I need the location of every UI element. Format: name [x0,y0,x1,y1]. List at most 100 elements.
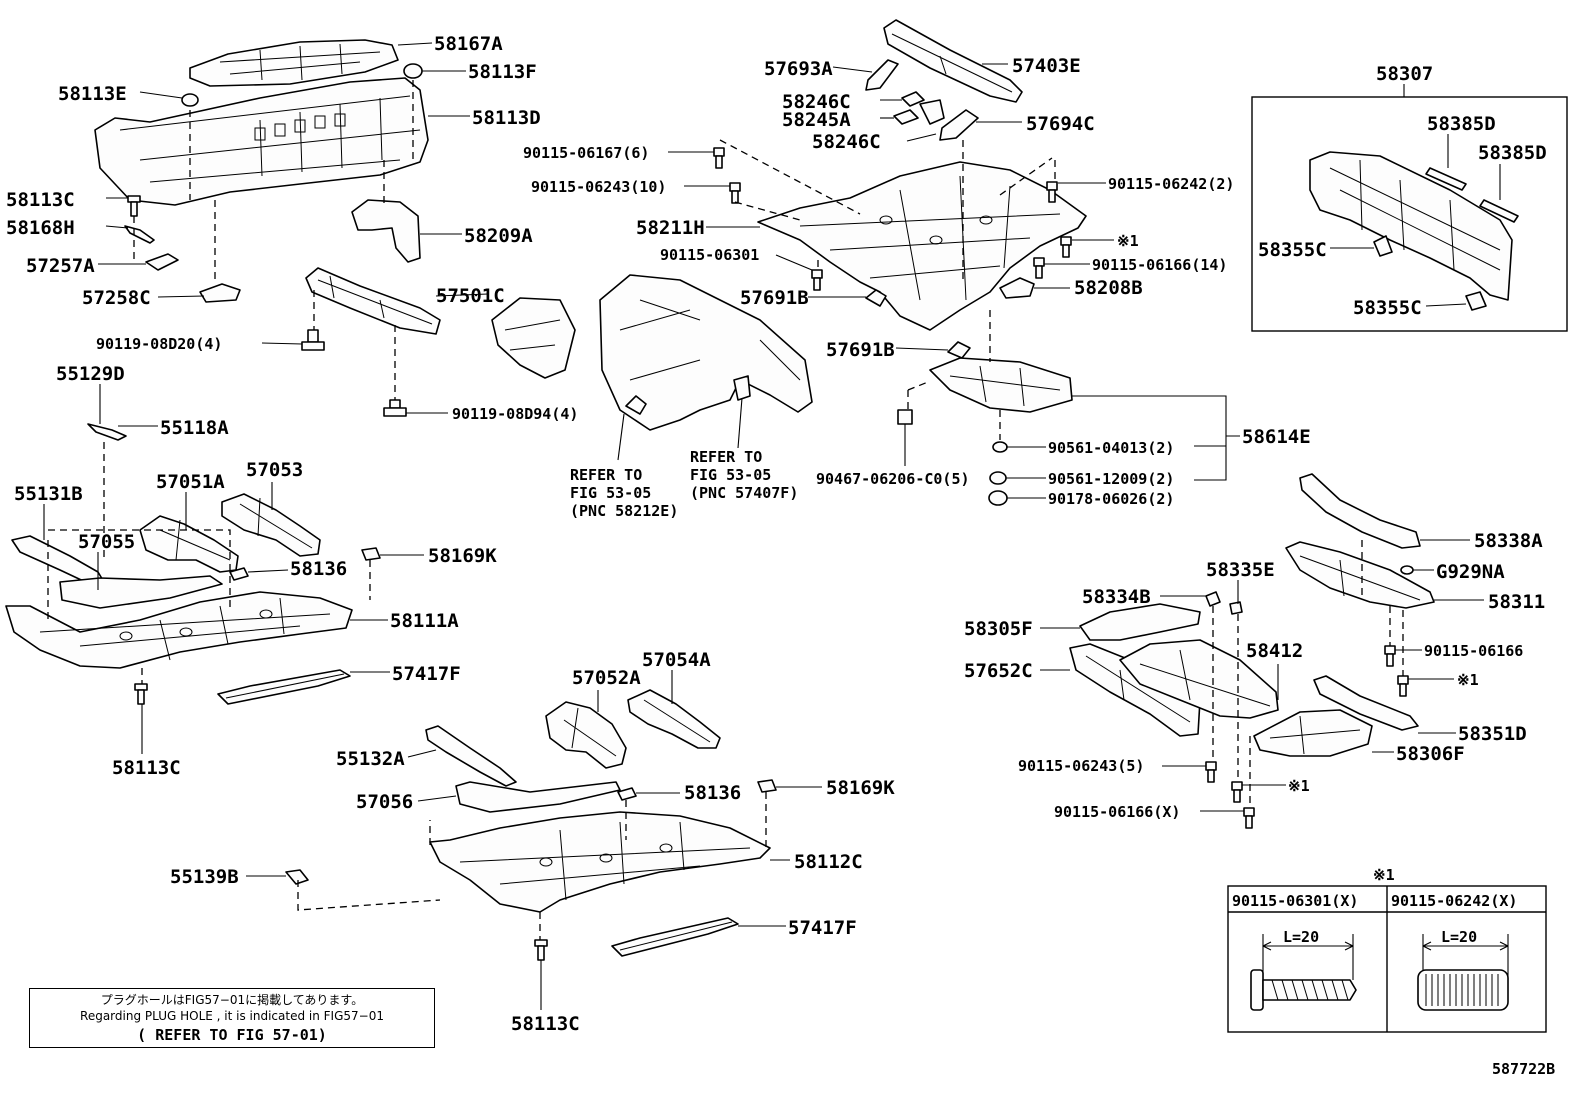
label-90115-06243-5: 90115-06243(5) [1018,757,1144,775]
part-58113E [181,93,199,107]
part-55139B [285,869,309,885]
part-57694C [939,109,979,141]
part-58169K-b [757,779,777,793]
label-90115-06301: 90115-06301 [660,246,759,264]
label-58245A: 58245A [782,109,851,131]
plug-hole-note: プラグホールはFIG57−01に掲載してあります。 Regarding PLUG… [29,988,435,1048]
part-90115-06167-bolt [713,147,725,169]
label-58113C-a: 58113C [6,189,75,211]
label-90115-06166-14: 90115-06166(14) [1092,256,1227,274]
part-90561-12009-nut [989,471,1007,485]
label-57693A: 57693A [764,58,833,80]
part-55132A [425,725,517,787]
label-55129D: 55129D [56,363,125,385]
legend-col1: 90115-06301(X) [1232,892,1358,910]
part-57258C [199,283,241,303]
assembly-lines [47,80,1404,940]
label-58113C-c: 58113C [511,1013,580,1035]
part-57501C [305,267,441,335]
label-58246C-b: 58246C [812,131,881,153]
part-58208B [999,277,1035,299]
legend-len-1: L=20 [1283,928,1319,946]
part-58246C-a [901,91,925,107]
part-57257A [145,253,179,271]
label-58338A: 58338A [1474,530,1543,552]
label-90115-06243-10: 90115-06243(10) [531,178,666,196]
label-ref53-b-3: (PNC 57407F) [690,484,798,502]
label-58113D: 58113D [472,107,541,129]
label-ref53-b-2: FIG 53-05 [690,466,771,484]
label-58112C: 58112C [794,851,863,873]
label-58385D-a: 58385D [1427,113,1496,135]
note-english: Regarding PLUG HOLE , it is indicated in… [80,1009,384,1023]
part-58113C-c [534,939,548,961]
label-58209A: 58209A [464,225,533,247]
part-57403E [883,19,1023,103]
part-90115-06301-bolt [811,269,823,291]
label-58307: 58307 [1376,63,1433,85]
part-57693A [865,59,899,91]
part-90119-08D20 [301,329,325,351]
label-58136-b: 58136 [684,782,741,804]
part-wheelhouse-left [491,297,576,379]
label-58412: 58412 [1246,640,1303,662]
part-58334B [1205,591,1221,607]
part-90178-06026-nut [988,490,1008,506]
label-90119-08D94: 90119-08D94(4) [452,405,578,423]
part-90119-08D94 [383,399,407,417]
label-57258C: 57258C [82,287,151,309]
part-57691B-b [947,341,971,359]
leader-lines [43,42,1501,1010]
part-90115-06243-bolt-a [729,182,741,204]
part-57417F-b [611,917,739,957]
note-reference: ( REFER TO FIG 57-01) [137,1026,327,1044]
label-57056: 57056 [356,791,413,813]
part-58338A [1299,473,1421,549]
label-ref53-a-1: REFER TO [570,466,642,484]
part-58614E [929,357,1073,413]
label-58334B: 58334B [1082,586,1151,608]
label-57694C: 57694C [1026,113,1095,135]
label-ref53-a-3: (PNC 58212E) [570,502,678,520]
label-90178-06026: 90178-06026(2) [1048,490,1174,508]
part-58307 [1309,151,1519,311]
label-58335E: 58335E [1206,559,1275,581]
label-58355C-b: 58355C [1353,297,1422,319]
label-58351D: 58351D [1458,723,1527,745]
part-58111A [5,591,353,669]
label-G929NA: G929NA [1436,561,1505,583]
legend-bolt-1: L=20 [1250,928,1357,1011]
legend-table: ※1 90115-06301(X) 90115-06242(X) L=20 L=… [1227,866,1547,1033]
part-58136-b [617,787,637,801]
part-57051A [139,515,239,573]
label-57417F-a: 57417F [392,663,461,685]
label-90467-06206: 90467-06206-C0(5) [816,470,970,488]
label-58168H: 58168H [6,217,75,239]
label-57055: 57055 [78,531,135,553]
label-58169K-a: 58169K [428,545,497,567]
part-57417F-a [217,669,351,705]
part-58167A [189,39,399,87]
label-55118A: 55118A [160,417,229,439]
part-58311 [1285,541,1435,609]
label-57051A: 57051A [156,471,225,493]
part-58305F [1079,603,1201,641]
label-57052A: 57052A [572,667,641,689]
part-57052A [545,701,627,769]
label-57417F-b: 57417F [788,917,857,939]
label-ref1-a: ※1 [1117,232,1139,250]
part-90115-06243-bolt-b [1205,761,1217,783]
part-58113C-a [127,195,141,217]
label-ref1-c: ※1 [1288,777,1310,795]
part-58245A [919,99,945,125]
part-wheelhouse-right [599,274,813,431]
label-57691B-a: 57691B [740,287,809,309]
part-90115-06166-bolt-b [1384,645,1396,667]
label-90119-08D20: 90119-08D20(4) [96,335,222,353]
label-58167A: 58167A [434,33,503,55]
label-57053: 57053 [246,459,303,481]
part-labels: 58167A 58113F 58113E 58113D 58113C 58168… [6,33,1547,1035]
part-ref1-bolt-c [1231,781,1243,803]
part-58113C-b [134,683,148,705]
diagram-id: 587722B [1492,1060,1555,1078]
